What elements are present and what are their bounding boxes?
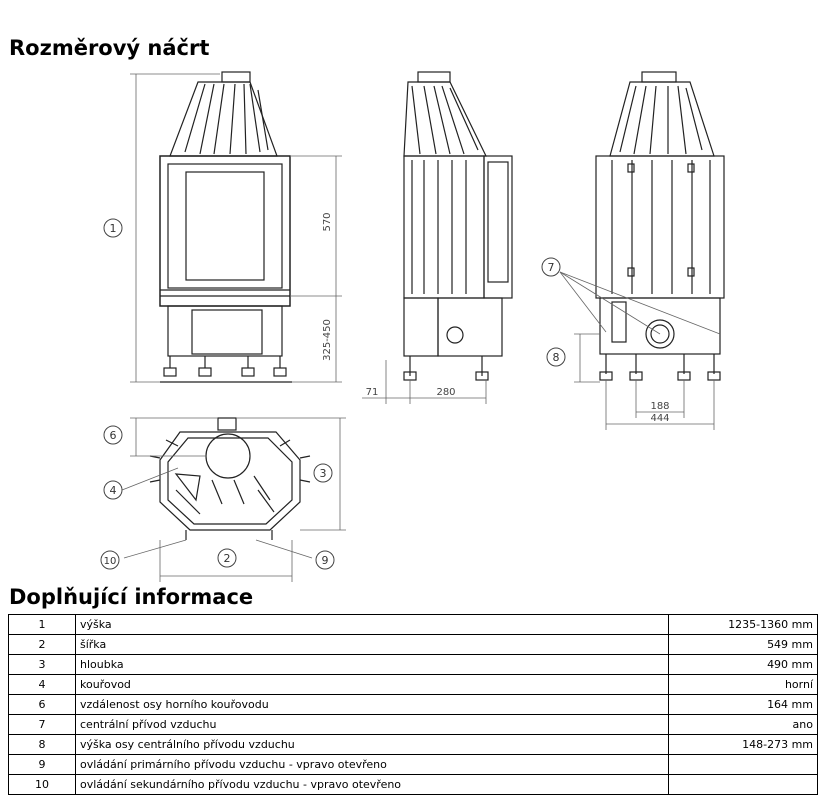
cell-value: ano [668, 714, 818, 735]
cell-num: 1 [8, 614, 76, 635]
callout-8: 8 [553, 351, 560, 364]
cell-num: 7 [8, 714, 76, 735]
cell-value: 164 mm [668, 694, 818, 715]
dim-71: 71 [366, 387, 379, 398]
dim-188: 188 [650, 401, 669, 412]
section-title-info: Doplňující informace [9, 585, 254, 609]
cell-label: ovládání primárního přívodu vzduchu - vp… [75, 754, 669, 775]
callout-3: 3 [320, 467, 327, 480]
dim-280: 280 [436, 387, 455, 398]
cell-label: šířka [75, 634, 669, 655]
callout-9: 9 [322, 554, 329, 567]
cell-value [668, 774, 818, 795]
callout-2: 2 [224, 552, 231, 565]
callout-4: 4 [110, 484, 117, 497]
cell-label: kouřovod [75, 674, 669, 695]
dim-325-450: 325-450 [322, 319, 333, 361]
technical-drawing: 1 2 3 4 6 7 8 9 10 570 325-450 71 280 18… [100, 71, 725, 582]
cell-value: 1235-1360 mm [668, 614, 818, 635]
callout-6: 6 [110, 429, 117, 442]
top-view [149, 417, 311, 540]
cell-num: 2 [8, 634, 76, 655]
callout-7: 7 [548, 261, 555, 274]
cell-label: vzdálenost osy horního kouřovodu [75, 694, 669, 715]
cell-value: horní [668, 674, 818, 695]
cell-num: 3 [8, 654, 76, 675]
cell-num: 6 [8, 694, 76, 715]
cell-num: 4 [8, 674, 76, 695]
cell-value: 490 mm [668, 654, 818, 675]
dim-570: 570 [322, 212, 333, 231]
callout-10: 10 [104, 556, 117, 567]
dim-444: 444 [650, 413, 669, 424]
cell-label: výška osy centrálního přívodu vzduchu [75, 734, 669, 755]
cell-label: centrální přívod vzduchu [75, 714, 669, 735]
cell-value: 148-273 mm [668, 734, 818, 755]
section-title-sketch: Rozměrový náčrt [9, 36, 210, 60]
cell-label: hloubka [75, 654, 669, 675]
cell-label: výška [75, 614, 669, 635]
cell-value: 549 mm [668, 634, 818, 655]
cell-num: 8 [8, 734, 76, 755]
cell-value [668, 754, 818, 775]
callout-1: 1 [110, 222, 117, 235]
cell-label: ovládání sekundárního přívodu vzduchu - … [75, 774, 669, 795]
cell-num: 9 [8, 754, 76, 775]
cell-num: 10 [8, 774, 76, 795]
side-view [403, 71, 513, 381]
front-view [159, 71, 292, 383]
